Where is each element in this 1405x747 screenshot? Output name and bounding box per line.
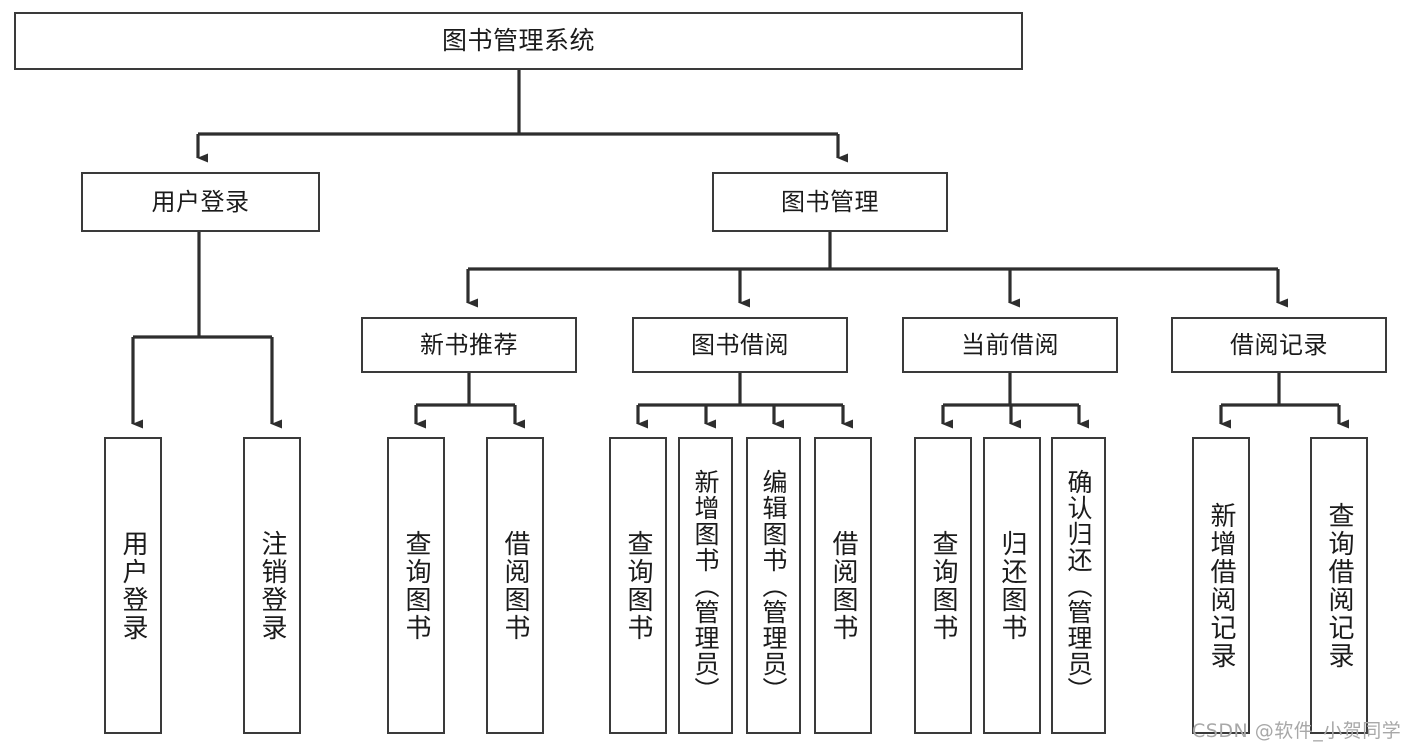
node-leaf-edit-book[interactable]: 编辑图书（管理员）	[746, 437, 801, 734]
node-leaf-user-logout[interactable]: 注销登录	[243, 437, 301, 734]
node-current-borrow[interactable]: 当前借阅	[902, 317, 1118, 373]
node-leaf-query-book-2-label: 查询图书	[623, 529, 653, 642]
node-root[interactable]: 图书管理系统	[14, 12, 1023, 70]
node-leaf-query-book-3[interactable]: 查询图书	[914, 437, 972, 734]
node-leaf-query-record-label: 查询借阅记录	[1324, 501, 1354, 670]
node-leaf-user-logout-label: 注销登录	[257, 529, 287, 642]
node-leaf-add-record-label: 新增借阅记录	[1206, 501, 1236, 670]
node-leaf-add-book-label: 新增图书（管理员）	[691, 468, 720, 703]
node-leaf-user-login-label: 用户登录	[118, 529, 148, 642]
node-leaf-confirm-return[interactable]: 确认归还（管理员）	[1051, 437, 1106, 734]
node-leaf-borrow-book-1[interactable]: 借阅图书	[486, 437, 544, 734]
node-leaf-add-record[interactable]: 新增借阅记录	[1192, 437, 1250, 734]
node-leaf-borrow-book-1-label: 借阅图书	[500, 529, 530, 642]
node-leaf-borrow-book-2-label: 借阅图书	[828, 529, 858, 642]
node-leaf-edit-book-label: 编辑图书（管理员）	[759, 468, 788, 703]
node-leaf-query-book-3-label: 查询图书	[928, 529, 958, 642]
node-leaf-query-book-2[interactable]: 查询图书	[609, 437, 667, 734]
node-leaf-borrow-book-2[interactable]: 借阅图书	[814, 437, 872, 734]
node-current-borrow-label: 当前借阅	[961, 330, 1059, 359]
node-new-book-rec[interactable]: 新书推荐	[361, 317, 577, 373]
node-borrow-record[interactable]: 借阅记录	[1171, 317, 1387, 373]
node-leaf-return-book[interactable]: 归还图书	[983, 437, 1041, 734]
node-new-book-rec-label: 新书推荐	[420, 330, 518, 359]
node-leaf-query-book-1[interactable]: 查询图书	[387, 437, 445, 734]
node-leaf-user-login[interactable]: 用户登录	[104, 437, 162, 734]
node-user-login-label: 用户登录	[151, 187, 250, 216]
node-leaf-add-book[interactable]: 新增图书（管理员）	[678, 437, 733, 734]
node-user-login[interactable]: 用户登录	[81, 172, 320, 232]
node-leaf-query-record[interactable]: 查询借阅记录	[1310, 437, 1368, 734]
node-root-label: 图书管理系统	[441, 26, 595, 56]
node-book-borrow-label: 图书借阅	[691, 330, 789, 359]
node-borrow-record-label: 借阅记录	[1230, 330, 1328, 359]
node-book-manage[interactable]: 图书管理	[712, 172, 948, 232]
node-book-manage-label: 图书管理	[781, 187, 879, 216]
node-book-borrow[interactable]: 图书借阅	[632, 317, 848, 373]
node-leaf-confirm-return-label: 确认归还（管理员）	[1064, 468, 1093, 703]
csdn-watermark: CSDN @软件_小贺同学	[1192, 720, 1402, 742]
node-leaf-return-book-label: 归还图书	[997, 529, 1027, 642]
node-leaf-query-book-1-label: 查询图书	[401, 529, 431, 642]
